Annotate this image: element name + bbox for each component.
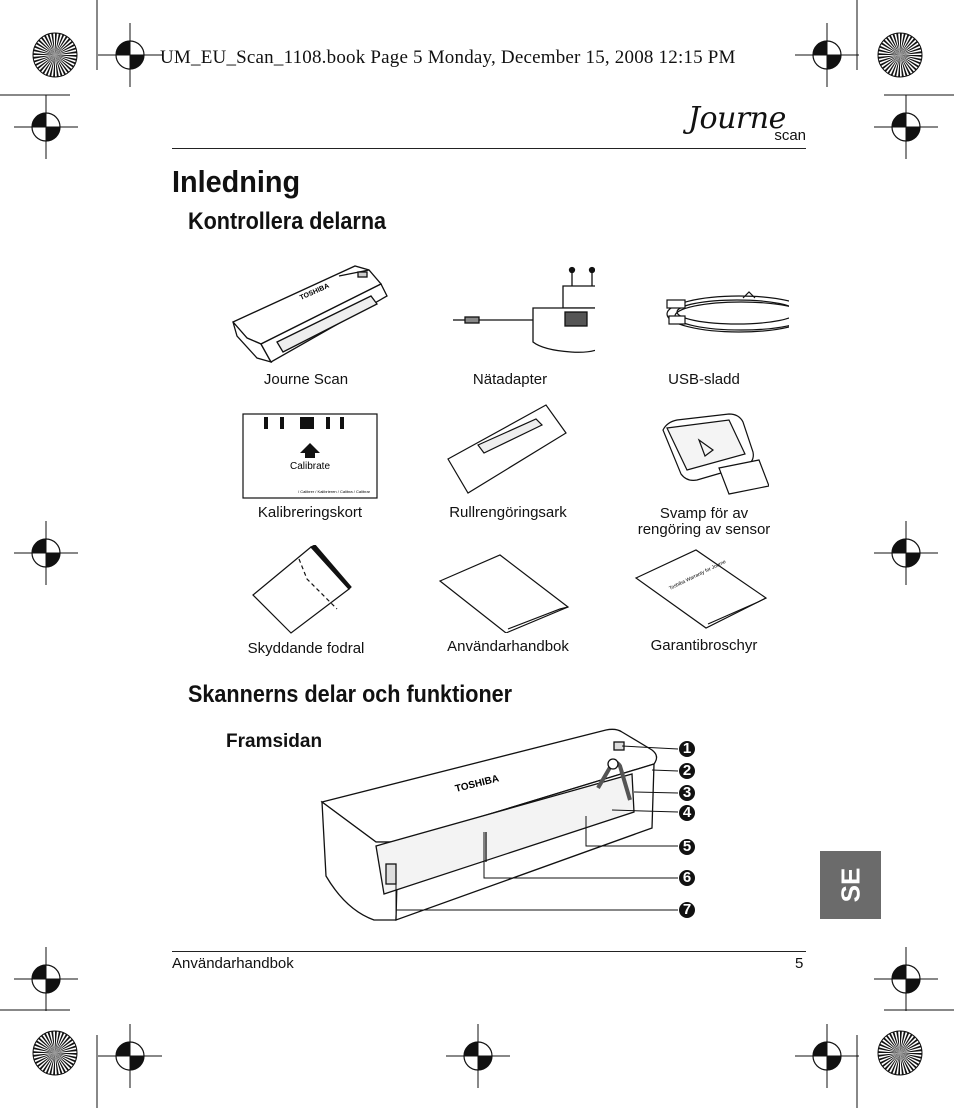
usb-cable-icon <box>666 291 789 333</box>
callout-2: 2 <box>679 763 695 779</box>
registration-crosshair <box>446 1024 510 1088</box>
section-heading-scanner-parts: Skannerns delar och funktioner <box>188 681 513 708</box>
callout-6: 6 <box>679 870 695 886</box>
caption-sponge: Svamp för av rengöring av sensor <box>637 505 771 538</box>
caption-calibration-card: Kalibreringskort <box>257 504 363 521</box>
brand-script: Journe <box>688 101 786 136</box>
footer-title: Användarhandbok <box>172 955 294 972</box>
registration-starburst <box>877 32 923 78</box>
registration-crosshair <box>98 23 162 87</box>
caption-protective-case: Skyddande fodral <box>247 640 365 657</box>
part-roller-cleaning-sheet: Rullrengöringsark <box>388 403 628 521</box>
scanner-front-illustration: TOSHIBA <box>320 728 679 921</box>
registration-starburst <box>877 1030 923 1076</box>
footer-rule <box>172 951 806 952</box>
scanner-icon: TOSHIBA <box>231 265 388 364</box>
card-small-text: / Calibrer / Kalibrieren / Calibra / Cal… <box>298 489 371 494</box>
registration-crosshair <box>795 1024 859 1088</box>
part-usb-cable: USB-sladd <box>584 272 824 388</box>
part-sponge: Svamp för av rengöring av sensor <box>584 406 824 538</box>
part-warranty-brochure: Toshiba Warranty for Journe Garantibrosc… <box>584 546 824 654</box>
registration-crosshair <box>874 95 938 159</box>
language-tab-label: SE <box>835 867 865 903</box>
user-manual-icon <box>438 554 570 633</box>
language-tab: SE <box>820 851 881 919</box>
sponge-icon <box>662 413 769 495</box>
registration-crosshair <box>874 947 938 1011</box>
registration-crosshair <box>874 521 938 585</box>
book-header-line: UM_EU_Scan_1108.book Page 5 Monday, Dece… <box>160 47 736 68</box>
part-user-manual: Användarhandbok <box>388 553 628 655</box>
caption-warranty-brochure: Garantibroschyr <box>650 637 758 654</box>
section-heading-parts: Kontrollera delarna <box>188 208 387 235</box>
roller-cleaning-sheet-icon <box>447 404 567 494</box>
page-title: Inledning <box>172 164 301 199</box>
registration-crosshair <box>14 947 78 1011</box>
callout-5: 5 <box>679 839 695 855</box>
card-label: Calibrate <box>290 461 330 472</box>
caption-roller-cleaning-sheet: Rullrengöringsark <box>449 504 567 521</box>
registration-crosshair <box>14 521 78 585</box>
caption-user-manual: Användarhandbok <box>447 638 569 655</box>
calibration-card-icon: Calibrate / Calibrer / Kalibrieren / Cal… <box>242 413 378 499</box>
protective-case-icon <box>252 545 352 634</box>
registration-crosshair <box>98 1024 162 1088</box>
warranty-brochure-icon: Toshiba Warranty for Journe <box>634 549 768 629</box>
caption-power-adapter: Nätadapter <box>472 371 548 388</box>
subheading-front: Framsidan <box>226 731 323 752</box>
page-number: 5 <box>795 955 804 972</box>
part-protective-case: Skyddande fodral <box>186 545 426 657</box>
header-rule <box>172 148 806 149</box>
power-adapter-icon <box>453 266 595 353</box>
registration-crosshair <box>795 23 859 87</box>
callout-3: 3 <box>679 785 695 801</box>
registration-starburst <box>32 1030 78 1076</box>
journe-scan-logo: Journe scan <box>686 101 808 149</box>
part-scanner: TOSHIBA Journe Scan <box>186 258 426 388</box>
caption-scanner: Journe Scan <box>263 371 349 388</box>
callout-7: 7 <box>679 902 695 918</box>
brand-word: scan <box>774 127 806 144</box>
part-calibration-card: Calibrate / Calibrer / Kalibrieren / Cal… <box>190 413 430 521</box>
registration-crosshair <box>14 95 78 159</box>
callout-4: 4 <box>679 805 695 821</box>
registration-starburst <box>32 32 78 78</box>
callout-1: 1 <box>679 741 695 757</box>
part-power-adapter: Nätadapter <box>390 264 630 388</box>
caption-usb-cable: USB-sladd <box>668 371 740 388</box>
